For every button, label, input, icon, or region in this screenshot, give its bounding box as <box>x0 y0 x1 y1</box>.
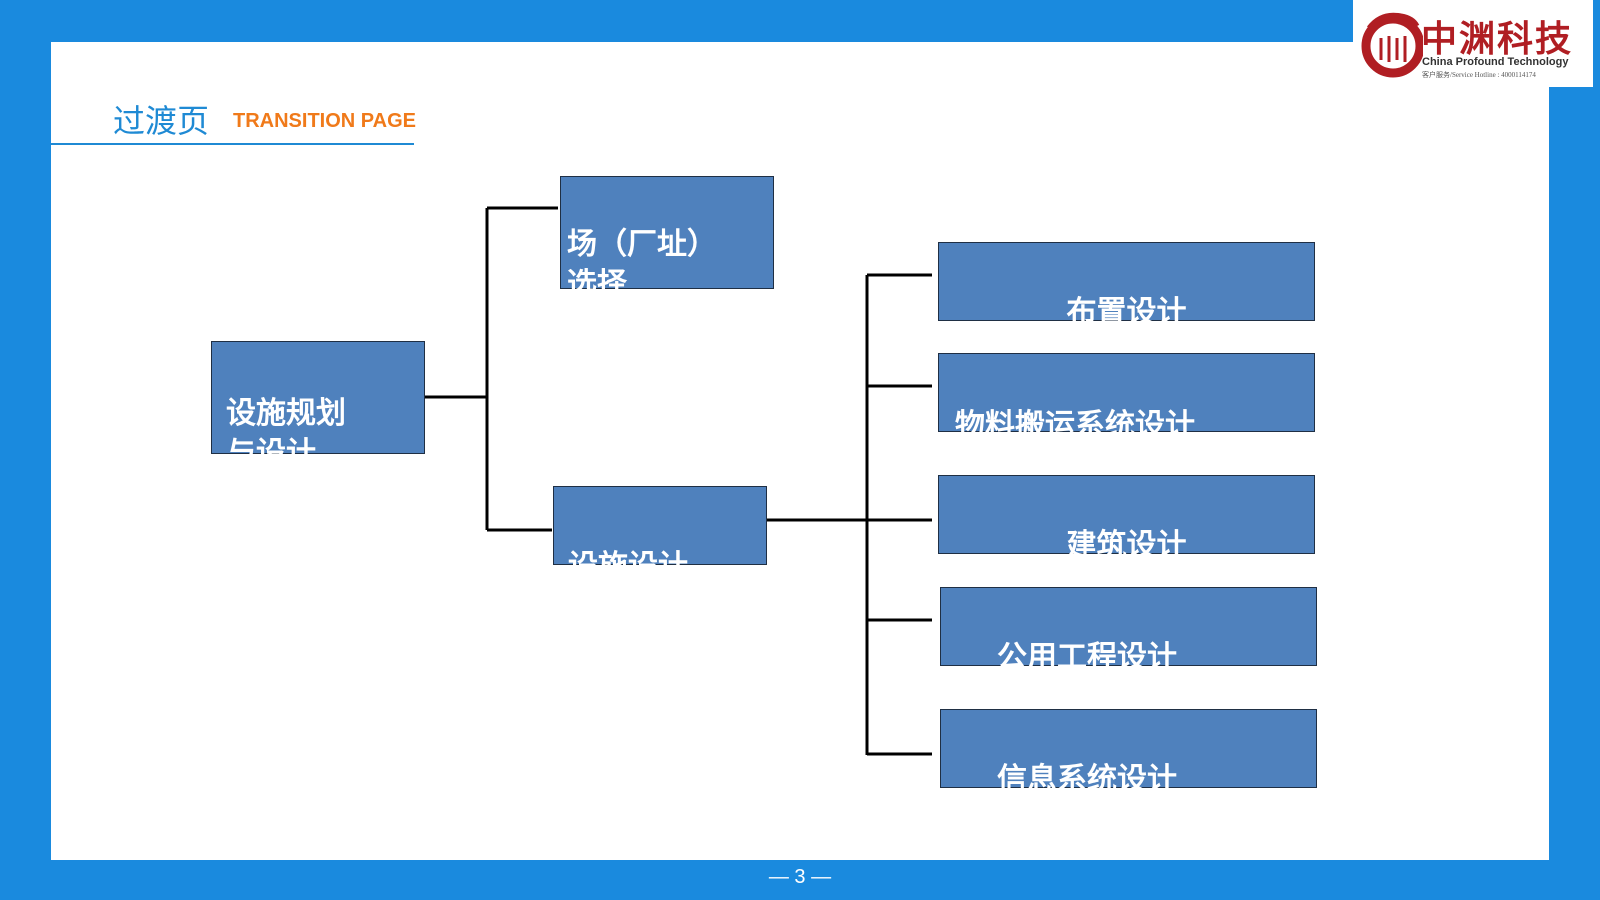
company-logo: 中渊科技 China Profound Technology 客户服务/Serv… <box>1353 0 1593 87</box>
architecture-design-box: 建筑设计 <box>938 475 1315 563</box>
logo-hotline: 客户服务/Service Hotline : 4000114174 <box>1422 71 1536 79</box>
utility-engineering-box: 公用工程设计 <box>940 587 1317 675</box>
utility-engineering-label: 公用工程设计 <box>997 640 1177 675</box>
page-title-en: TRANSITION PAGE <box>233 110 416 132</box>
root-node-label: 设施规划 与设计 <box>226 396 346 471</box>
information-system-box: 信息系统设计 <box>940 709 1317 797</box>
material-handling-box: 物料搬运系统设计 <box>938 353 1315 443</box>
logo-name-en: China Profound Technology <box>1422 56 1569 68</box>
root-node-box: 设施规划 与设计 <box>211 341 425 471</box>
layout-design-box: 布置设计 <box>938 242 1315 330</box>
facility-design-label: 设施设计 <box>568 549 688 584</box>
material-handling-label: 物料搬运系统设计 <box>955 408 1195 443</box>
architecture-design-label: 建筑设计 <box>1066 528 1187 563</box>
page-title-cn: 过渡页 <box>113 102 210 140</box>
site-selection-box: 场（厂址） 选择 <box>560 176 774 302</box>
page-number: — 3 — <box>768 866 832 888</box>
layout-design-label: 布置设计 <box>1066 295 1187 330</box>
information-system-label: 信息系统设计 <box>997 762 1177 797</box>
logo-name-cn: 中渊科技 <box>1421 18 1574 60</box>
title-underline <box>51 143 414 145</box>
site-selection-label: 场（厂址） 选择 <box>567 227 717 302</box>
dragon-emblem-icon <box>1361 12 1423 78</box>
facility-design-box: 设施设计 <box>553 486 767 584</box>
